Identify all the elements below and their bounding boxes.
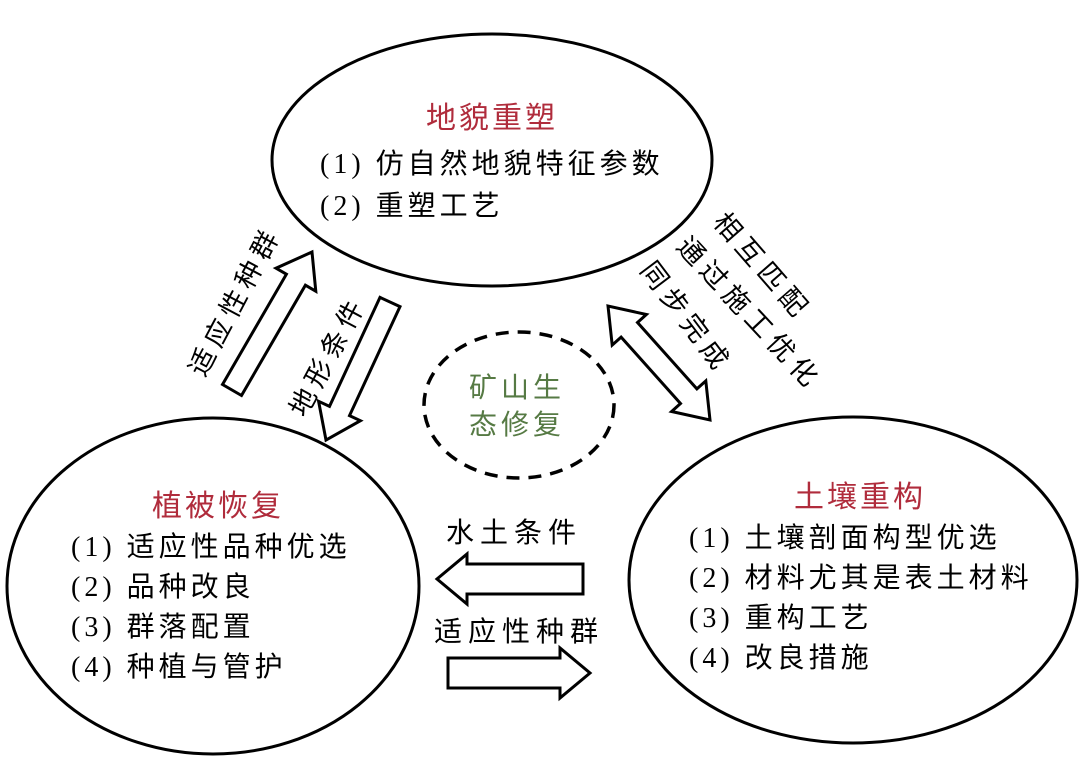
up-arrow-vegetation-to-landform [220, 249, 318, 398]
vegetation-item-4: (4) 种植与管护 [71, 652, 287, 683]
landform-title: 地貌重塑 [426, 102, 558, 135]
middle-top-arrow-label: 水土条件 [445, 518, 583, 549]
vegetation-item-3: (3) 群落配置 [71, 612, 255, 643]
down-arrow-landform-to-vegetation [316, 295, 402, 443]
center-goal-line2: 态修复 [468, 410, 566, 441]
right-arrow-vegetation-to-soil [446, 644, 593, 702]
soil-items: (1) 土壤剖面构型优选 (2) 材料尤其是表土材料 (3) 重构工艺 (4) … [689, 519, 1065, 679]
vegetation-item-1: (1) 适应性品种优选 [71, 532, 351, 563]
landform-ellipse [270, 32, 714, 288]
center-goal-label: 矿山生 态修复 [469, 370, 565, 444]
landform-items: (1) 仿自然地貌特征参数 (2) 重塑工艺 [320, 144, 692, 228]
vegetation-node: 植被恢复 (1) 适应性品种优选 (2) 品种改良 (3) 群落配置 (4) 种… [63, 490, 373, 688]
soil-item-2: (2) 材料尤其是表土材料 [689, 563, 1033, 594]
vegetation-title: 植被恢复 [152, 490, 284, 523]
left-arrow-soil-to-vegetation [434, 550, 585, 608]
vegetation-items: (1) 适应性品种优选 (2) 品种改良 (3) 群落配置 (4) 种植与管护 [71, 528, 373, 688]
vegetation-ellipse [5, 416, 421, 756]
soil-ellipse [627, 415, 1079, 745]
soil-item-4: (4) 改良措施 [689, 643, 873, 674]
middle-bottom-arrow-label: 适应性种群 [433, 617, 605, 648]
double-arrow-landform-soil [606, 304, 712, 422]
soil-item-1: (1) 土壤剖面构型优选 [689, 523, 1001, 554]
vegetation-item-2: (2) 品种改良 [71, 572, 255, 603]
soil-node: 土壤重构 (1) 土壤剖面构型优选 (2) 材料尤其是表土材料 (3) 重构工艺… [655, 481, 1065, 679]
soil-item-3: (3) 重构工艺 [689, 603, 873, 634]
soil-title: 土壤重构 [794, 481, 926, 514]
center-dashed-ellipse [422, 330, 616, 480]
landform-item-1: (1) 仿自然地貌特征参数 [320, 149, 664, 180]
landform-node: 地貌重塑 (1) 仿自然地貌特征参数 (2) 重塑工艺 [292, 102, 692, 228]
center-goal-line1: 矿山生 [468, 373, 566, 404]
landform-item-2: (2) 重塑工艺 [320, 191, 504, 222]
